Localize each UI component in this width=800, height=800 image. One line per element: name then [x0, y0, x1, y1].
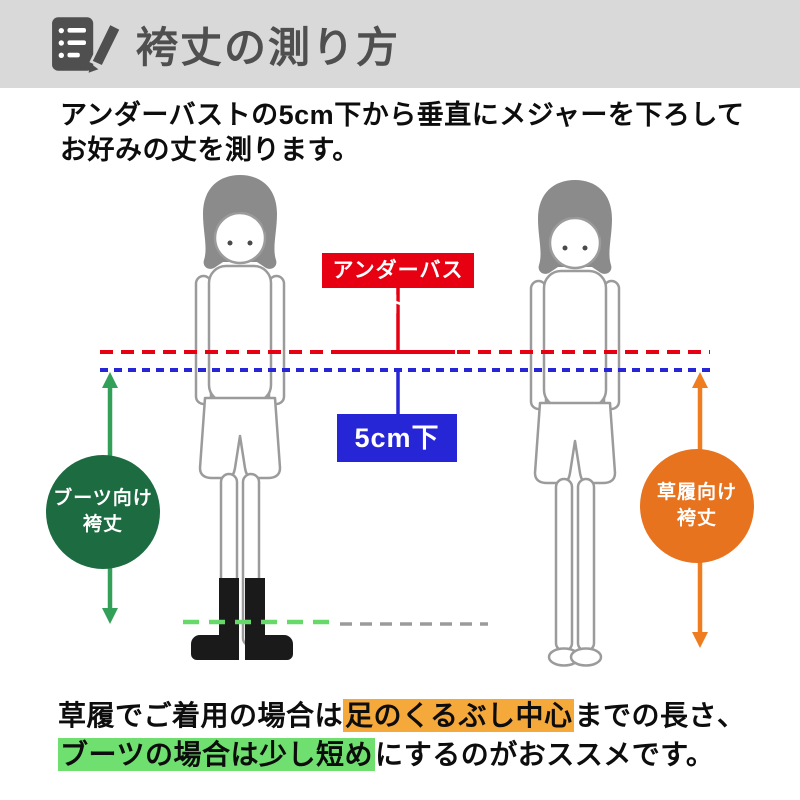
zori-sandals — [547, 647, 603, 667]
boots-badge-line-2: 袴丈 — [82, 514, 123, 535]
zori-badge-line-2: 袴丈 — [676, 508, 717, 529]
zori-length-badge: 草履向け 袴丈 — [640, 449, 754, 563]
footer-line-2: ブーツの場合は少し短めにするのがおススメです。 — [58, 735, 758, 774]
footer-seg-2: までの長さ、 — [574, 700, 746, 731]
footer-highlight-ankle: 足のくるぶし中心 — [343, 699, 575, 732]
boots-length-badge: ブーツ向け 袴丈 — [46, 455, 160, 569]
header-band: 袴丈の測り方 — [0, 0, 800, 88]
footer-line-1: 草履でご着用の場合は足のくるぶし中心までの長さ、 — [58, 696, 758, 735]
intro-line-1: アンダーバストの5cm下から垂直にメジャーを下ろして — [60, 100, 745, 130]
figure-right — [529, 178, 621, 667]
figure-left — [191, 173, 293, 660]
clipboard-pencil-icon — [50, 14, 123, 74]
footer-seg-1: 草履でご着用の場合は — [58, 700, 344, 731]
footer-seg-3: にするのがおススメです。 — [374, 739, 715, 770]
boots — [191, 578, 293, 660]
boots-badge-line-1: ブーツ向け — [53, 488, 153, 509]
underbust-label: アンダーバスト — [322, 253, 474, 317]
page-title: 袴丈の測り方 — [136, 23, 401, 71]
footer-note: 草履でご着用の場合は足のくるぶし中心までの長さ、 ブーツの場合は少し短めにするの… — [58, 696, 758, 774]
intro-text: アンダーバストの5cm下から垂直にメジャーを下ろして お好みの丈を測ります。 — [60, 98, 760, 168]
below-5cm-label: 5cm下 — [337, 414, 457, 462]
intro-line-2: お好みの丈を測ります。 — [60, 135, 360, 165]
zori-badge-line-1: 草履向け — [656, 482, 737, 503]
footer-highlight-boots: ブーツの場合は少し短め — [58, 738, 375, 771]
